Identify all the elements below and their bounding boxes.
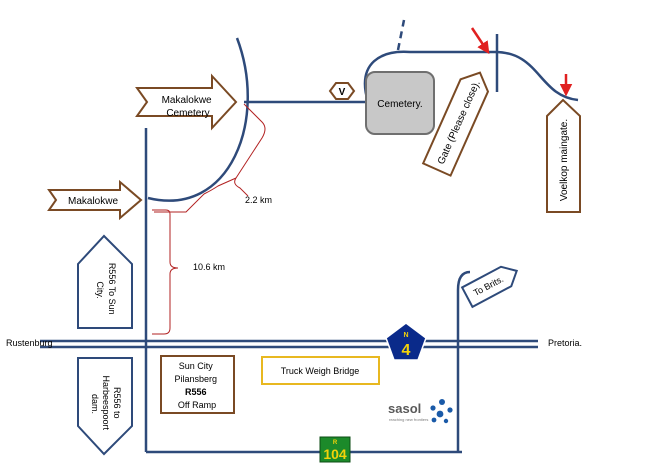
r556-sun-city-label-1: R556 To Sun [107, 263, 117, 315]
n4-number: 4 [402, 342, 411, 359]
r104-shield: R 104 [319, 436, 351, 463]
voelkop-sign: Voelkop maingate. [546, 98, 581, 213]
to-brits-sign: To Brits. [460, 265, 519, 309]
makalokwe-cemetery-sign: Makalokwe Cemetery [135, 73, 238, 131]
r104-number: 104 [323, 446, 347, 462]
svg-text:Makalokwe Cemetery: Makalokwe Cemetery [162, 95, 215, 119]
n4-shield: N 4 [385, 322, 427, 361]
distance-10-6-km-label: 10.6 km [193, 262, 225, 272]
svg-text:R556 to Harbeespoort: R556 to Harbeespoort dam. [90, 375, 122, 432]
sasol-tagline: reaching new frontiers [389, 417, 428, 422]
brits-road-curve [456, 270, 471, 291]
makalokwe-curve-road [147, 37, 249, 202]
r556-harbeespoort-label-3: dam. [90, 394, 100, 414]
makalokwe-cemetery-label-line1: Makalokwe [162, 95, 212, 106]
makalokwe-sign: Makalokwe [47, 179, 143, 221]
v-marker-label: V [339, 87, 346, 98]
n4-letter: N [403, 332, 408, 339]
r556-sun-city-label-2: City. [95, 281, 105, 298]
makalokwe-label: Makalokwe [68, 196, 118, 207]
gate-red-arrow [470, 27, 490, 55]
svg-text:Sun City Pilansberg: Sun City Pilansberg R556 Off Ramp [174, 361, 219, 410]
svg-text:R556 To Sun City.: R556 To Sun City. [95, 263, 117, 317]
r556-harbeespoort-label-1: R556 to [112, 387, 122, 419]
pretoria-label: Pretoria. [548, 338, 582, 348]
v-marker: V [328, 82, 356, 100]
distance-2-2-km-label: 2.2 km [245, 195, 272, 205]
sasol-logo: sasol reaching new frontiers [388, 399, 453, 424]
r104-letter: R [333, 440, 338, 446]
truck-weigh-bridge-box: Truck Weigh Bridge [261, 356, 380, 385]
off-ramp-box: Sun City Pilansberg R556 Off Ramp [160, 355, 235, 414]
sasol-wordmark: sasol [388, 401, 421, 416]
roads [40, 19, 579, 454]
bracket-10-6-km [152, 209, 179, 335]
dashed-road-extension [396, 19, 406, 51]
off-ramp-line3: R556 [185, 387, 207, 397]
cemetery-loop-road [363, 50, 579, 103]
distance-brackets [152, 103, 266, 335]
truck-weigh-bridge-label: Truck Weigh Bridge [281, 366, 360, 376]
makalokwe-cemetery-label-line2: Cemetery [166, 108, 209, 119]
off-ramp-line2: Pilansberg [174, 374, 217, 384]
voelkop-label: Voelkop maingate. [559, 119, 570, 201]
r556-sun-city-sign: R556 To Sun City. [77, 234, 133, 329]
r556-harbeespoort-label-2: Harbeespoort [101, 375, 111, 430]
r556-harbeespoort-sign: R556 to Harbeespoort dam. [77, 357, 133, 456]
off-ramp-line1: Sun City [179, 361, 214, 371]
bracket-2-2-km [154, 103, 266, 213]
rustenburg-label: Rustenburg [6, 338, 53, 348]
sasol-molecule-icon [430, 399, 453, 424]
cemetery-label: Cemetery. [377, 99, 422, 110]
off-ramp-line4: Off Ramp [178, 400, 216, 410]
cemetery-block: Cemetery. [365, 71, 435, 135]
